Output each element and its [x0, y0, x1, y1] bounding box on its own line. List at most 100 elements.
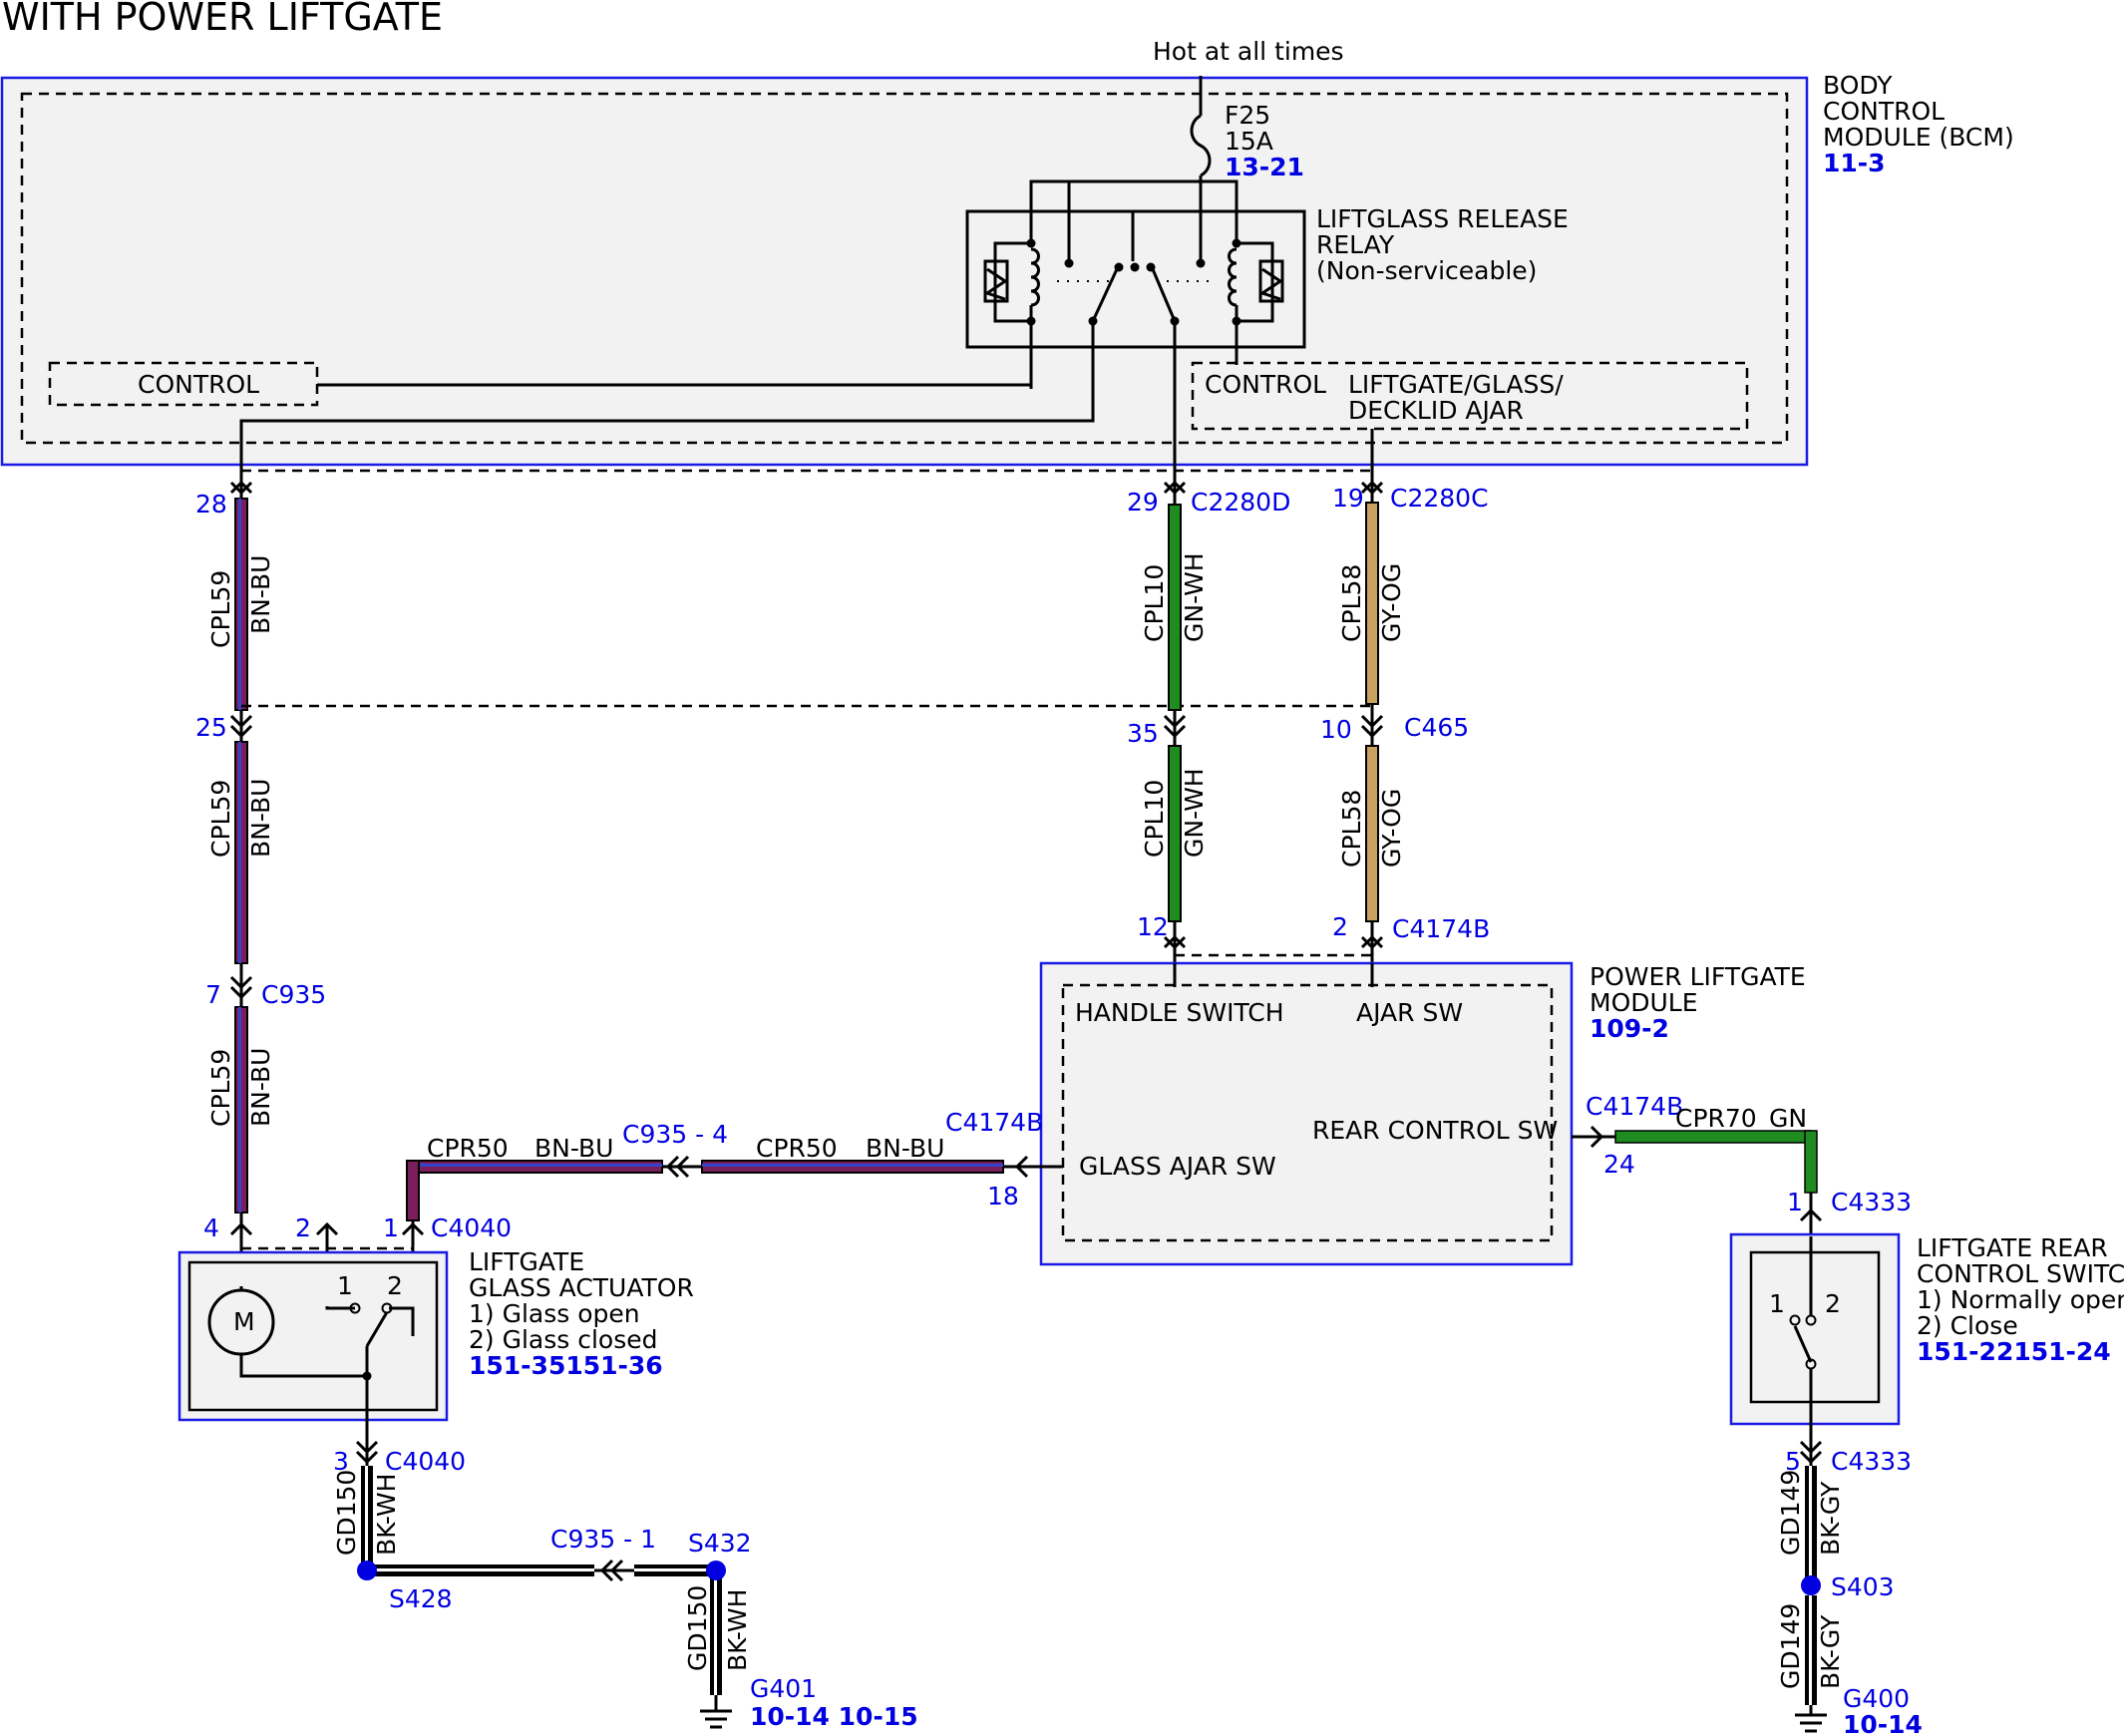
bcm-name-line1: BODY [1823, 71, 1893, 100]
plm-handle-switch-label: HANDLE SWITCH [1075, 998, 1284, 1027]
bcm-control-right-box [1191, 361, 1749, 431]
plm-ref-link[interactable]: 109-2 [1590, 1014, 1669, 1043]
relay-internals [983, 179, 1284, 389]
splice-s403-label[interactable]: S403 [1831, 1572, 1895, 1601]
connector-arrows-gd150 [594, 1559, 634, 1582]
wire-gnwh-label-2: GN-WH [1180, 768, 1209, 858]
bcm-ajar-label-line1: LIFTGATE/GLASS/ [1348, 370, 1564, 399]
rear-switch-state-1: 1) Normally open [1917, 1285, 2124, 1314]
wire-bkgy-label-2: BK-GY [1816, 1614, 1845, 1689]
pin-12: 12 [1137, 912, 1169, 941]
rear-switch-pos2: 2 [1825, 1289, 1841, 1318]
rear-switch-ref-link[interactable]: 151-22151-24 [1917, 1337, 2111, 1366]
connector-c4174b-right-label[interactable]: C4174B [1586, 1092, 1683, 1121]
connector-c2280c-label[interactable]: C2280C [1390, 484, 1489, 513]
splice-s428-label[interactable]: S428 [389, 1584, 453, 1613]
wire-cpr50-label-2: CPR50 [756, 1134, 838, 1163]
connector-c935-1-label[interactable]: C935 - 1 [550, 1525, 656, 1554]
plm-ajar-sw-label: AJAR SW [1356, 998, 1463, 1027]
actuator-ref-link[interactable]: 151-35151-36 [469, 1351, 663, 1380]
connector-c4040b-label[interactable]: C4040 [385, 1447, 466, 1476]
relay-label-line1: LIFTGLASS RELEASE [1316, 204, 1569, 233]
wire-cpl58-label-2: CPL58 [1337, 790, 1366, 868]
connector-arrows-ground-right [1799, 1424, 1823, 1466]
wire-bnbu-label-4: BN-BU [534, 1134, 613, 1163]
wire-cpr50-label-1: CPR50 [427, 1134, 509, 1163]
power-label: Hot at all times [1153, 37, 1344, 66]
fuse-name: F25 [1225, 101, 1270, 130]
wire-bkwh-label-2: BK-WH [723, 1589, 752, 1671]
wire-bkwh-label-1: BK-WH [372, 1474, 401, 1556]
splice-s428 [357, 1561, 377, 1580]
plm-name-line1: POWER LIFTGATE [1590, 962, 1806, 991]
wire-gd149-label-1: GD149 [1776, 1470, 1805, 1556]
pin-2-c4174b: 2 [1332, 912, 1348, 941]
wire-gd149-label-2: GD149 [1776, 1603, 1805, 1689]
wire-cpl10-label-2: CPL10 [1140, 780, 1169, 858]
rear-switch-name-line1: LIFTGATE REAR [1917, 1233, 2108, 1262]
wire-cpl10-seg2 [1168, 745, 1182, 922]
connector-c2280d-label[interactable]: C2280D [1191, 488, 1290, 517]
pin-5: 5 [1785, 1447, 1801, 1476]
wire-gd149-seg2 [1805, 1595, 1817, 1705]
connector-arrows-cpr70 [1572, 1125, 1823, 1236]
pin-35: 35 [1127, 719, 1159, 748]
connector-c465-label[interactable]: C465 [1404, 713, 1469, 742]
wire-gnwh-label-1: GN-WH [1180, 552, 1209, 642]
connector-c935-4-label[interactable]: C935 - 4 [622, 1120, 728, 1149]
wire-bnbu-label-2: BN-BU [246, 779, 275, 858]
ground-g401-ref-link[interactable]: 10-14 10-15 [750, 1702, 918, 1731]
wire-cpl10-seg1 [1168, 504, 1182, 711]
connector-c4040-label[interactable]: C4040 [431, 1214, 512, 1242]
ground-g400-ref-link[interactable]: 10-14 [1843, 1710, 1923, 1736]
bcm-internal-wires [239, 321, 1374, 479]
rear-switch-name-line2: CONTROL SWITCH [1917, 1259, 2124, 1288]
connector-arrows-ground-left [355, 1420, 379, 1466]
connector-arrows-right [1360, 479, 1384, 963]
bcm-name-line2: CONTROL [1823, 97, 1945, 126]
ground-g400-label[interactable]: G400 [1843, 1684, 1910, 1713]
connector-c4333b-label[interactable]: C4333 [1831, 1447, 1912, 1476]
pin-7: 7 [205, 980, 221, 1009]
bcm-inner-dashed [20, 92, 1789, 445]
pin-24: 24 [1603, 1150, 1635, 1179]
relay-label-line2: RELAY [1316, 230, 1395, 259]
wire-cpl59-label-1: CPL59 [206, 570, 235, 648]
rear-switch-internals [1789, 1236, 1817, 1424]
connector-c4333-label[interactable]: C4333 [1831, 1188, 1912, 1216]
ground-g400-symbol [1795, 1705, 1827, 1733]
wire-gd150-horiz [367, 1564, 716, 1576]
splice-s432 [706, 1561, 726, 1580]
bcm-control-right-label: CONTROL [1205, 370, 1326, 399]
connector-c935-label[interactable]: C935 [261, 980, 326, 1009]
actuator-internals [207, 1286, 415, 1444]
bcm-control-left-label: CONTROL [138, 370, 259, 399]
bcm-ajar-label-line2: DECKLID AJAR [1348, 396, 1524, 425]
wire-gd150-drop [710, 1575, 722, 1695]
rear-switch-state-2: 2) Close [1917, 1311, 2018, 1340]
pin-29: 29 [1127, 488, 1159, 517]
plm-glass-ajar-label: GLASS AJAR SW [1079, 1152, 1276, 1181]
actuator-state-2: 2) Glass closed [469, 1325, 658, 1354]
wire-cpl58-label-1: CPL58 [1337, 564, 1366, 642]
splice-s432-label[interactable]: S432 [688, 1529, 752, 1558]
wire-bnbu-label-5: BN-BU [866, 1134, 944, 1163]
fuse-rating: 15A [1225, 127, 1273, 156]
plm-name-line2: MODULE [1590, 988, 1698, 1017]
connector-c4174b-label[interactable]: C4174B [1392, 914, 1490, 943]
wire-cpl10-label-1: CPL10 [1140, 564, 1169, 642]
ground-g401-symbol [700, 1695, 732, 1729]
ground-g401-label[interactable]: G401 [750, 1674, 817, 1703]
wire-bnbu-label-3: BN-BU [246, 1048, 275, 1127]
connector-c4174b-left-label[interactable]: C4174B [945, 1108, 1043, 1137]
bcm-name-line3: MODULE (BCM) [1823, 123, 2014, 152]
pin-28: 28 [195, 490, 227, 519]
wire-gd150-vert [361, 1466, 373, 1569]
bcm-ref-link[interactable]: 11-3 [1823, 149, 1886, 177]
pin-3: 3 [333, 1447, 349, 1476]
wire-gd150-label-1: GD150 [332, 1470, 361, 1556]
wire-cpl59-label-3: CPL59 [206, 1049, 235, 1127]
wire-cpr50-right [701, 1160, 1004, 1174]
fuse-ref-link[interactable]: 13-21 [1225, 153, 1304, 181]
